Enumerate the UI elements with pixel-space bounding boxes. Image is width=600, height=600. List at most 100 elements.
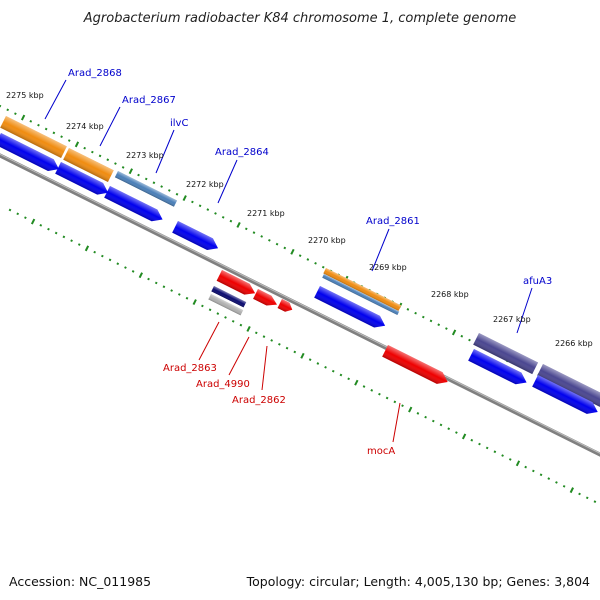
tick-mark <box>254 331 258 335</box>
tick-mark <box>290 248 295 255</box>
backbone-highlight <box>0 153 600 454</box>
tick-mark <box>547 477 551 480</box>
tick-mark <box>236 222 241 228</box>
gene-ilvc <box>114 171 178 207</box>
tick-mark <box>221 215 225 219</box>
kbp-label: 2270 kbp <box>308 236 346 245</box>
tick-mark <box>478 442 481 446</box>
cds-arad-2867-shade <box>55 162 109 195</box>
tick-mark <box>84 245 90 252</box>
tick-mark <box>206 208 210 211</box>
tick-mark <box>424 415 427 419</box>
cds-arad-2863 <box>216 270 256 295</box>
tick-mark <box>555 481 558 484</box>
tick-mark <box>460 334 464 338</box>
leader-line <box>99 106 121 147</box>
tick-mark <box>131 270 135 273</box>
gene-label-reverse: Arad_4990 <box>196 379 250 390</box>
tick-mark <box>324 365 327 369</box>
cds-afua3 <box>468 349 527 385</box>
tick-mark <box>47 227 50 231</box>
tick-mark <box>224 316 227 319</box>
tick-mark <box>170 289 173 292</box>
tick-mark <box>347 377 350 381</box>
gene-arad-2861-b <box>322 274 400 316</box>
gene-ilvc-shade <box>114 171 178 207</box>
tick-mark <box>147 277 150 281</box>
tick-mark <box>208 308 212 312</box>
cds-ilvc <box>104 186 163 222</box>
backbone-line <box>0 153 600 457</box>
cds-arad-4990-shade <box>253 289 278 306</box>
tick-mark <box>278 342 281 346</box>
tick-mark <box>177 293 181 296</box>
kbp-label: 2267 kbp <box>493 315 531 324</box>
cds-arad-4990 <box>253 289 278 306</box>
tick-mark <box>8 208 12 212</box>
kbp-label: 2268 kbp <box>431 290 469 299</box>
leader-line <box>392 402 401 443</box>
tick-mark <box>98 154 102 158</box>
label-leaders <box>44 79 533 443</box>
gene-arad-2863-b-shade <box>208 294 244 316</box>
gene-arad-2861-shade <box>323 268 402 311</box>
tick-mark <box>154 281 158 285</box>
tick-mark <box>201 304 204 308</box>
tick-mark <box>77 243 81 246</box>
tick-mark <box>52 131 56 135</box>
tick-mark <box>532 469 535 473</box>
tick-mark <box>83 146 87 150</box>
leader-line <box>261 345 268 391</box>
cds-ilvc-shade <box>104 186 163 222</box>
gene-label-reverse: Arad_2863 <box>163 363 217 374</box>
leader-line <box>44 79 67 120</box>
tick-mark <box>515 460 521 467</box>
tick-mark <box>270 339 274 342</box>
tick-mark <box>451 329 457 336</box>
tick-mark <box>339 373 343 377</box>
tick-mark <box>214 212 217 215</box>
tick-mark <box>260 235 264 238</box>
cds-arad-2864 <box>172 221 219 251</box>
tick-mark <box>152 181 156 185</box>
kbp-label: 2266 kbp <box>555 339 593 348</box>
gene-label-forward: Arad_2864 <box>215 147 269 158</box>
gene-afua3 <box>473 333 539 375</box>
tick-mark <box>308 358 312 361</box>
tick-mark <box>14 112 17 116</box>
cds-arad-2861-shade <box>314 286 386 328</box>
tick-mark <box>354 379 359 386</box>
kbp-label: 2274 kbp <box>66 122 104 131</box>
tick-mark <box>331 369 335 373</box>
tick-mark <box>175 192 179 196</box>
kbp-label: 2273 kbp <box>126 151 164 160</box>
gene-label-reverse: Arad_2862 <box>232 395 286 406</box>
tick-mark <box>406 308 410 311</box>
tick-mark <box>416 412 420 415</box>
tick-mark <box>185 296 189 300</box>
kbp-label: 2275 kbp <box>6 91 44 100</box>
tick-mark <box>239 323 243 327</box>
tick-mark <box>116 262 120 266</box>
tick-mark <box>93 250 97 254</box>
tick-mark <box>138 272 143 279</box>
tick-mark <box>192 299 197 306</box>
tick-mark <box>445 327 448 330</box>
tick-mark <box>67 139 71 142</box>
gene-arad-2868 <box>0 116 67 158</box>
tick-mark <box>314 261 317 265</box>
tick-mark <box>124 266 127 269</box>
tick-mark <box>437 323 441 327</box>
gene-arad-2863 <box>211 286 247 308</box>
tick-mark <box>144 177 148 181</box>
tick-mark <box>493 450 497 454</box>
tick-mark <box>262 335 266 338</box>
cds-arad-2868 <box>0 133 59 171</box>
tick-mark <box>485 446 489 450</box>
tick-mark <box>108 258 112 262</box>
tick-mark <box>91 150 94 154</box>
tick-mark <box>431 419 435 423</box>
cds-arad-2862 <box>277 299 293 312</box>
